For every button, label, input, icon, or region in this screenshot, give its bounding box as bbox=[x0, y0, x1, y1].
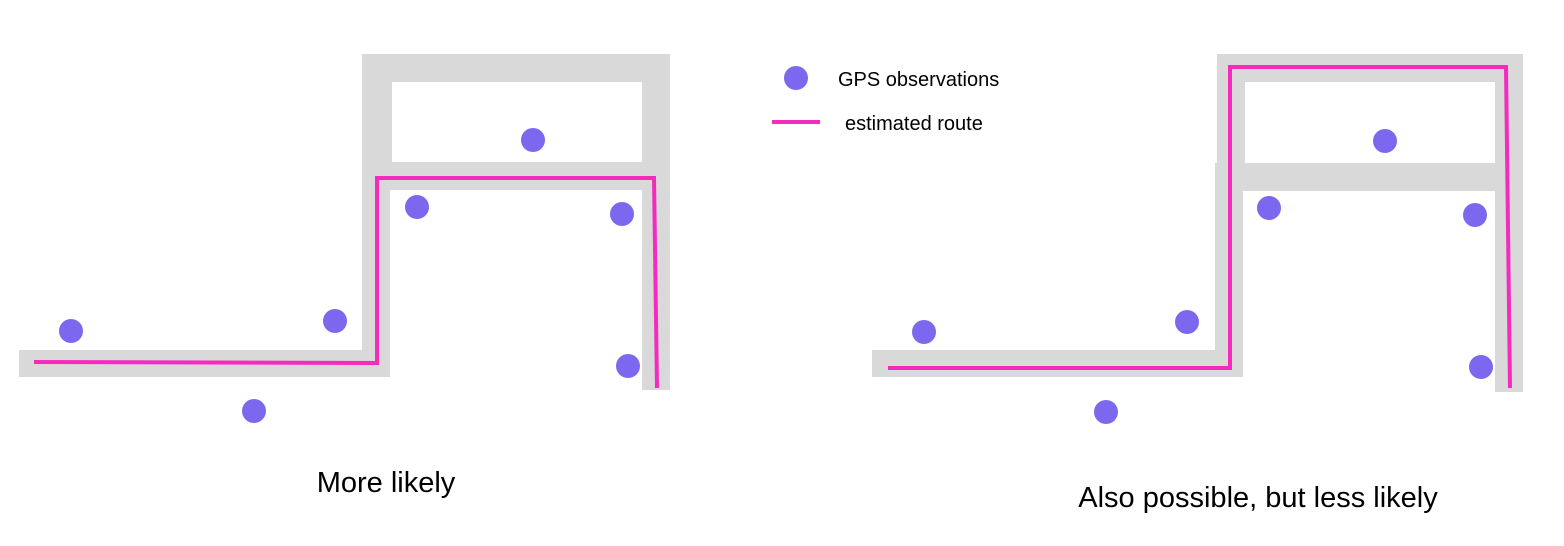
road-network bbox=[19, 54, 670, 390]
gps-observations bbox=[912, 129, 1493, 424]
gps-observation bbox=[616, 354, 640, 378]
legend-route-label: estimated route bbox=[845, 113, 983, 135]
panel-less-likely: Also possible, but less likely bbox=[872, 54, 1523, 514]
estimated-route bbox=[33, 176, 659, 389]
gps-observations bbox=[59, 128, 640, 423]
gps-observation bbox=[1094, 400, 1118, 424]
road-segment bbox=[872, 350, 1243, 377]
gps-observation bbox=[1373, 129, 1397, 153]
gps-observation bbox=[912, 320, 936, 344]
gps-observation bbox=[242, 399, 266, 423]
panel-caption: Also possible, but less likely bbox=[1078, 482, 1438, 514]
panel-caption: More likely bbox=[317, 467, 456, 499]
gps-observation bbox=[1175, 310, 1199, 334]
gps-observation bbox=[59, 319, 83, 343]
gps-observation bbox=[610, 202, 634, 226]
gps-observation bbox=[1469, 355, 1493, 379]
estimated-route bbox=[888, 65, 1512, 389]
road-network bbox=[872, 54, 1523, 392]
legend-observations-label: GPS observations bbox=[838, 69, 999, 91]
gps-observation bbox=[405, 195, 429, 219]
legend-observation-marker bbox=[784, 66, 808, 90]
road-segment bbox=[362, 54, 670, 82]
gps-observation bbox=[521, 128, 545, 152]
legend: GPS observations estimated route bbox=[772, 66, 999, 135]
panel-more-likely: More likely bbox=[19, 54, 670, 499]
road-segment bbox=[1215, 163, 1523, 191]
gps-observation bbox=[1463, 203, 1487, 227]
gps-observation bbox=[1257, 196, 1281, 220]
gps-observation bbox=[323, 309, 347, 333]
